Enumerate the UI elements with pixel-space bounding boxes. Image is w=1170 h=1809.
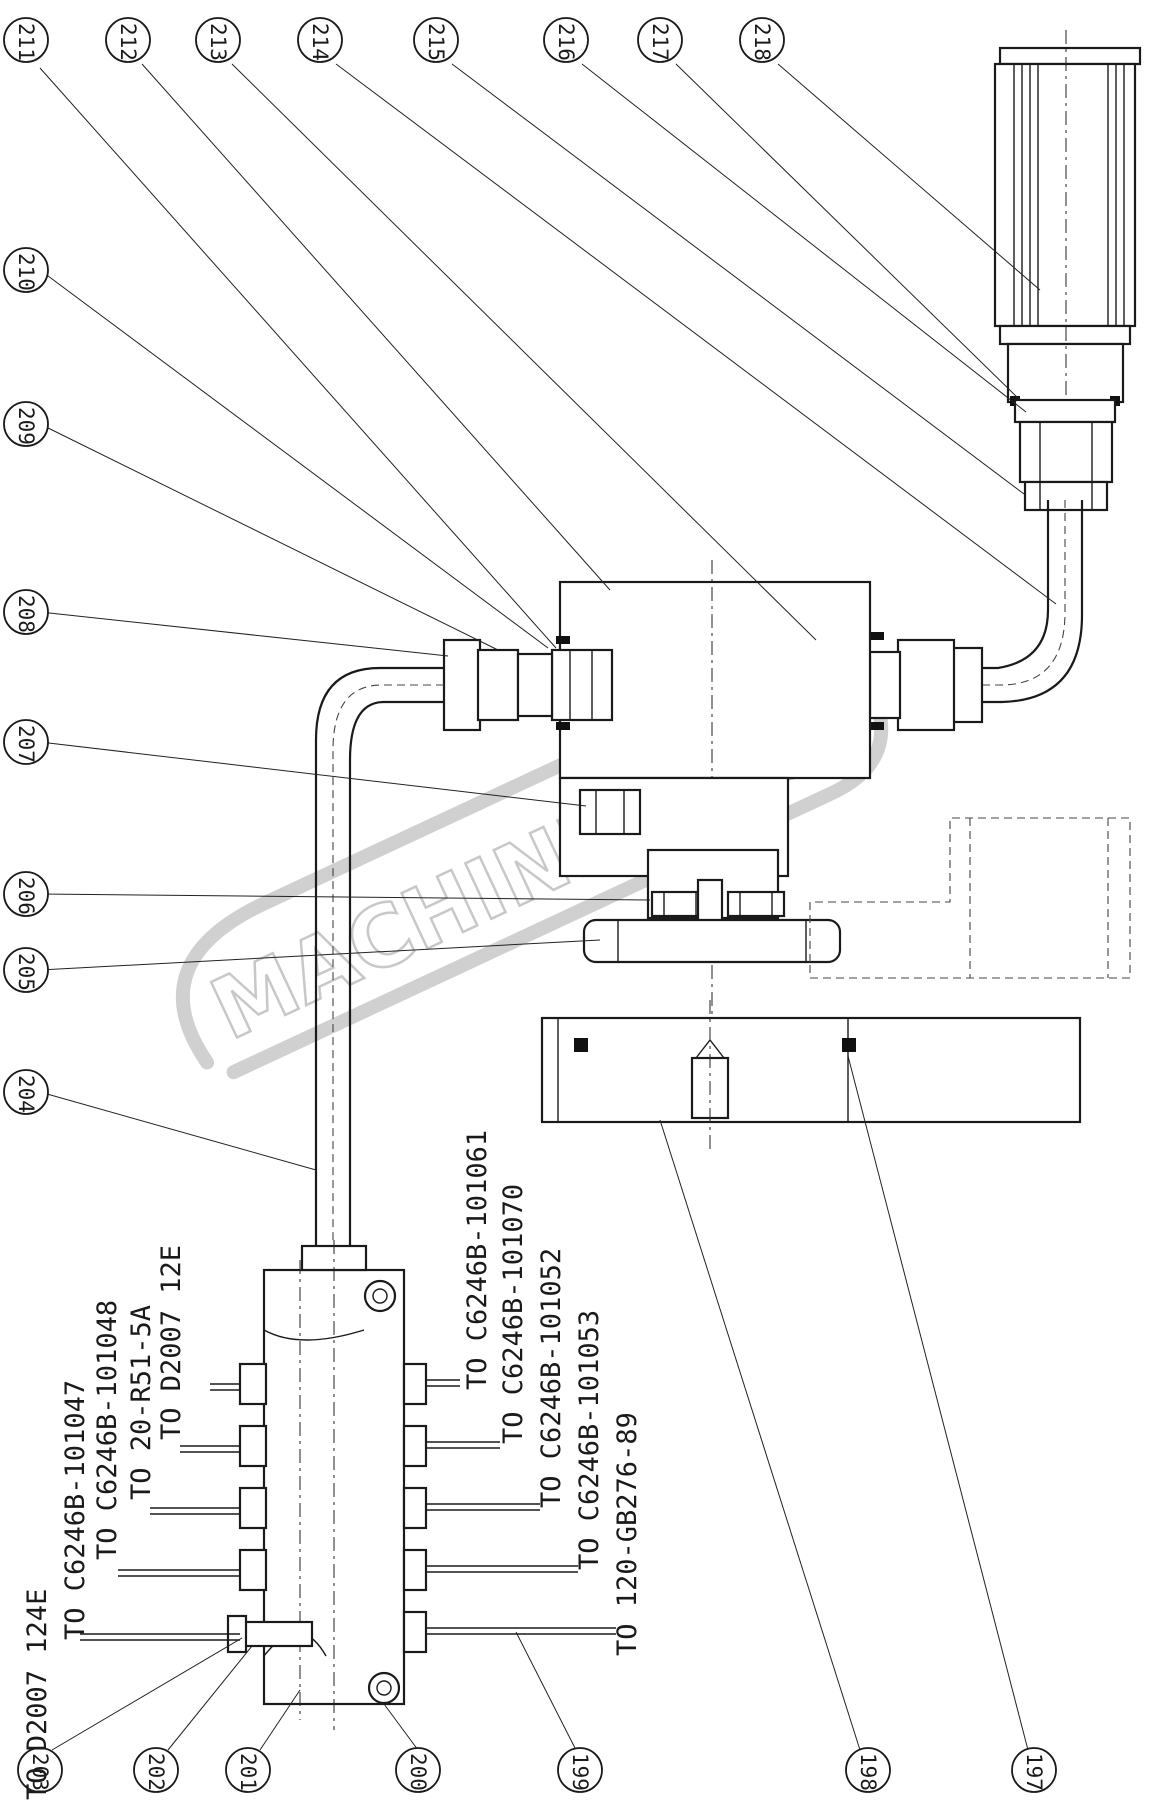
callout-209: 209 <box>3 401 49 447</box>
svg-text:201: 201 <box>236 1753 260 1791</box>
svg-text:215: 215 <box>424 23 448 61</box>
svg-text:197: 197 <box>1022 1753 1046 1791</box>
pipe-214 <box>960 500 1084 704</box>
dest-label-left-3: TO C6246B-101048 <box>92 1300 123 1560</box>
lower-bar <box>540 1000 1082 1150</box>
manifold-block <box>226 1240 428 1730</box>
callout-212: 212 <box>105 17 151 63</box>
svg-text:218: 218 <box>750 23 774 61</box>
dest-label-right-3: TO C6246B-101052 <box>536 1248 567 1508</box>
dest-label-left-2: TO C6246B-101047 <box>60 1380 91 1640</box>
callout-198: 198 <box>845 1747 891 1793</box>
dest-label-left-4: TO 20-R51-5A <box>126 1305 157 1500</box>
left-body-fitting <box>442 638 554 732</box>
leader-lines <box>39 63 1057 1751</box>
svg-text:203: 203 <box>28 1753 52 1791</box>
callout-203: 203 <box>17 1747 63 1793</box>
dest-label-right-4: TO C6246B-101053 <box>574 1310 605 1570</box>
svg-text:204: 204 <box>14 1075 38 1113</box>
callout-208: 208 <box>3 589 49 635</box>
callout-199: 199 <box>557 1747 603 1793</box>
svg-text:199: 199 <box>568 1753 592 1791</box>
callout-205: 205 <box>3 947 49 993</box>
svg-text:205: 205 <box>14 953 38 991</box>
callout-204: 204 <box>3 1069 49 1115</box>
callout-210: 210 <box>3 247 49 293</box>
svg-text:209: 209 <box>14 407 38 445</box>
phantom-outline <box>809 817 1131 979</box>
dest-label-right-2: TO C6246B-101070 <box>498 1184 529 1444</box>
callout-200: 200 <box>395 1747 441 1793</box>
callout-214: 214 <box>297 17 343 63</box>
upper-right-fitting <box>1013 398 1117 512</box>
callout-197: 197 <box>1011 1747 1057 1793</box>
dest-label-left-5: TO D2007 12E <box>156 1245 187 1440</box>
svg-text:200: 200 <box>406 1753 430 1791</box>
svg-text:206: 206 <box>14 877 38 915</box>
right-branch-lines <box>426 1379 616 1635</box>
callout-207: 207 <box>3 719 49 765</box>
callout-215: 215 <box>413 17 459 63</box>
svg-text:217: 217 <box>648 23 672 61</box>
callout-201: 201 <box>225 1747 271 1793</box>
distributor-body <box>550 560 872 1090</box>
svg-text:216: 216 <box>554 23 578 61</box>
dest-label-right-1: TO C6246B-101061 <box>462 1130 493 1390</box>
destination-labels-left: TO D2007 124E TO C6246B-101047 TO C6246B… <box>22 1245 187 1800</box>
svg-text:211: 211 <box>14 23 38 61</box>
svg-text:212: 212 <box>116 23 140 61</box>
filter-cylinder <box>993 30 1142 420</box>
callout-206: 206 <box>3 871 49 917</box>
callout-217: 217 <box>637 17 683 63</box>
left-branch-lines <box>80 1383 240 1641</box>
svg-text:207: 207 <box>14 725 38 763</box>
svg-text:202: 202 <box>144 1753 168 1791</box>
svg-text:214: 214 <box>308 23 332 61</box>
callout-218: 218 <box>739 17 785 63</box>
callout-216: 216 <box>543 17 589 63</box>
callout-202: 202 <box>133 1747 179 1793</box>
svg-text:198: 198 <box>856 1753 880 1791</box>
svg-text:213: 213 <box>206 23 230 61</box>
dest-label-left-1: TO D2007 124E <box>22 1589 53 1800</box>
pipe-204 <box>314 666 444 1290</box>
callout-211: 211 <box>3 17 49 63</box>
callout-213: 213 <box>195 17 241 63</box>
destination-labels-right: TO C6246B-101061 TO C6246B-101070 TO C62… <box>462 1130 643 1656</box>
svg-text:208: 208 <box>14 595 38 633</box>
dest-label-right-5: TO 120-GB276-89 <box>612 1412 643 1656</box>
svg-text:210: 210 <box>14 253 38 291</box>
